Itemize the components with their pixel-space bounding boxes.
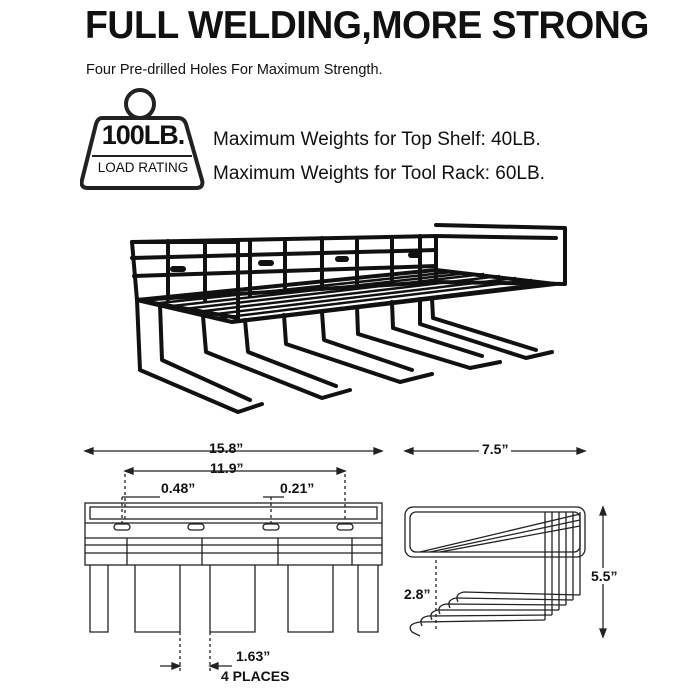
tool-rack-weight: Maximum Weights for Tool Rack: 60LB. xyxy=(213,163,545,184)
depth-label: 7.5” xyxy=(479,441,512,457)
load-rating-label: LOAD RATING xyxy=(97,160,189,175)
hole-width-label: 0.21” xyxy=(280,480,315,496)
front-view-drawing xyxy=(83,447,384,672)
overall-width-label: 15.8” xyxy=(209,440,244,456)
side-view-drawing xyxy=(403,447,607,639)
slot-gap-label: 1.63” xyxy=(236,648,271,664)
hole-height-label: 0.48” xyxy=(161,480,196,496)
height-label: 5.5” xyxy=(591,568,618,584)
load-rating-value: 100LB. xyxy=(101,120,186,150)
slot-count-label: 4 PLACES xyxy=(221,668,290,684)
top-shelf-weight: Maximum Weights for Top Shelf: 40LB. xyxy=(213,129,541,150)
tool-arms xyxy=(135,296,554,414)
headline: FULL WELDING,MORE STRONG xyxy=(85,4,649,47)
subheadline: Four Pre-drilled Holes For Maximum Stren… xyxy=(86,62,383,78)
hole-span-label: 11.9” xyxy=(210,460,244,476)
load-rating-badge: 100LB. LOAD RATING xyxy=(79,88,206,192)
weight-icon xyxy=(79,88,205,190)
arm-height-label: 2.8” xyxy=(404,586,431,602)
shelf-wires xyxy=(159,270,549,323)
